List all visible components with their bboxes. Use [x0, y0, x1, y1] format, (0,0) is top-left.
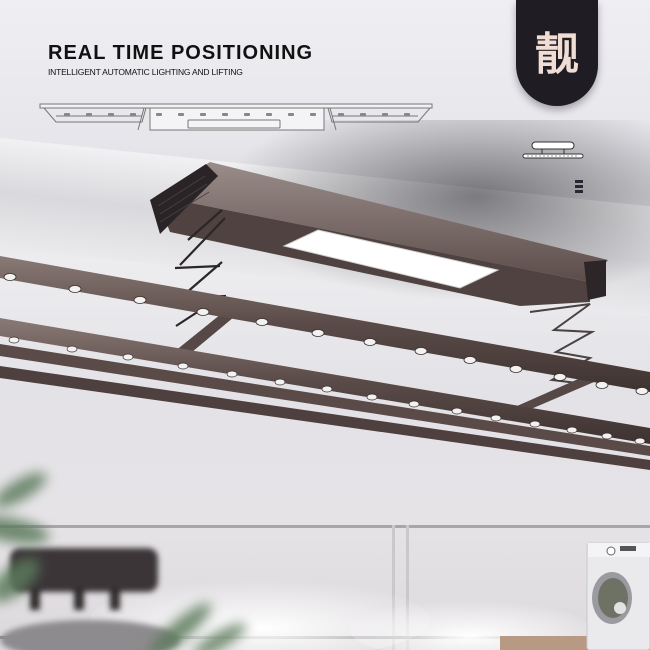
menu-icon — [575, 180, 583, 193]
brand-badge: 靓 — [516, 0, 598, 106]
mini-rack-icon — [522, 141, 584, 159]
drying-rack-schematic-icon — [39, 103, 433, 131]
drying-rack-product — [0, 162, 650, 470]
sub-headline: INTELLIGENT AUTOMATIC LIGHTING AND LIFTI… — [48, 67, 243, 77]
headline: REAL TIME POSITIONING — [48, 42, 314, 64]
balcony-background — [0, 472, 650, 650]
badge-character: 靓 — [535, 29, 579, 80]
washing-machine — [586, 542, 650, 650]
